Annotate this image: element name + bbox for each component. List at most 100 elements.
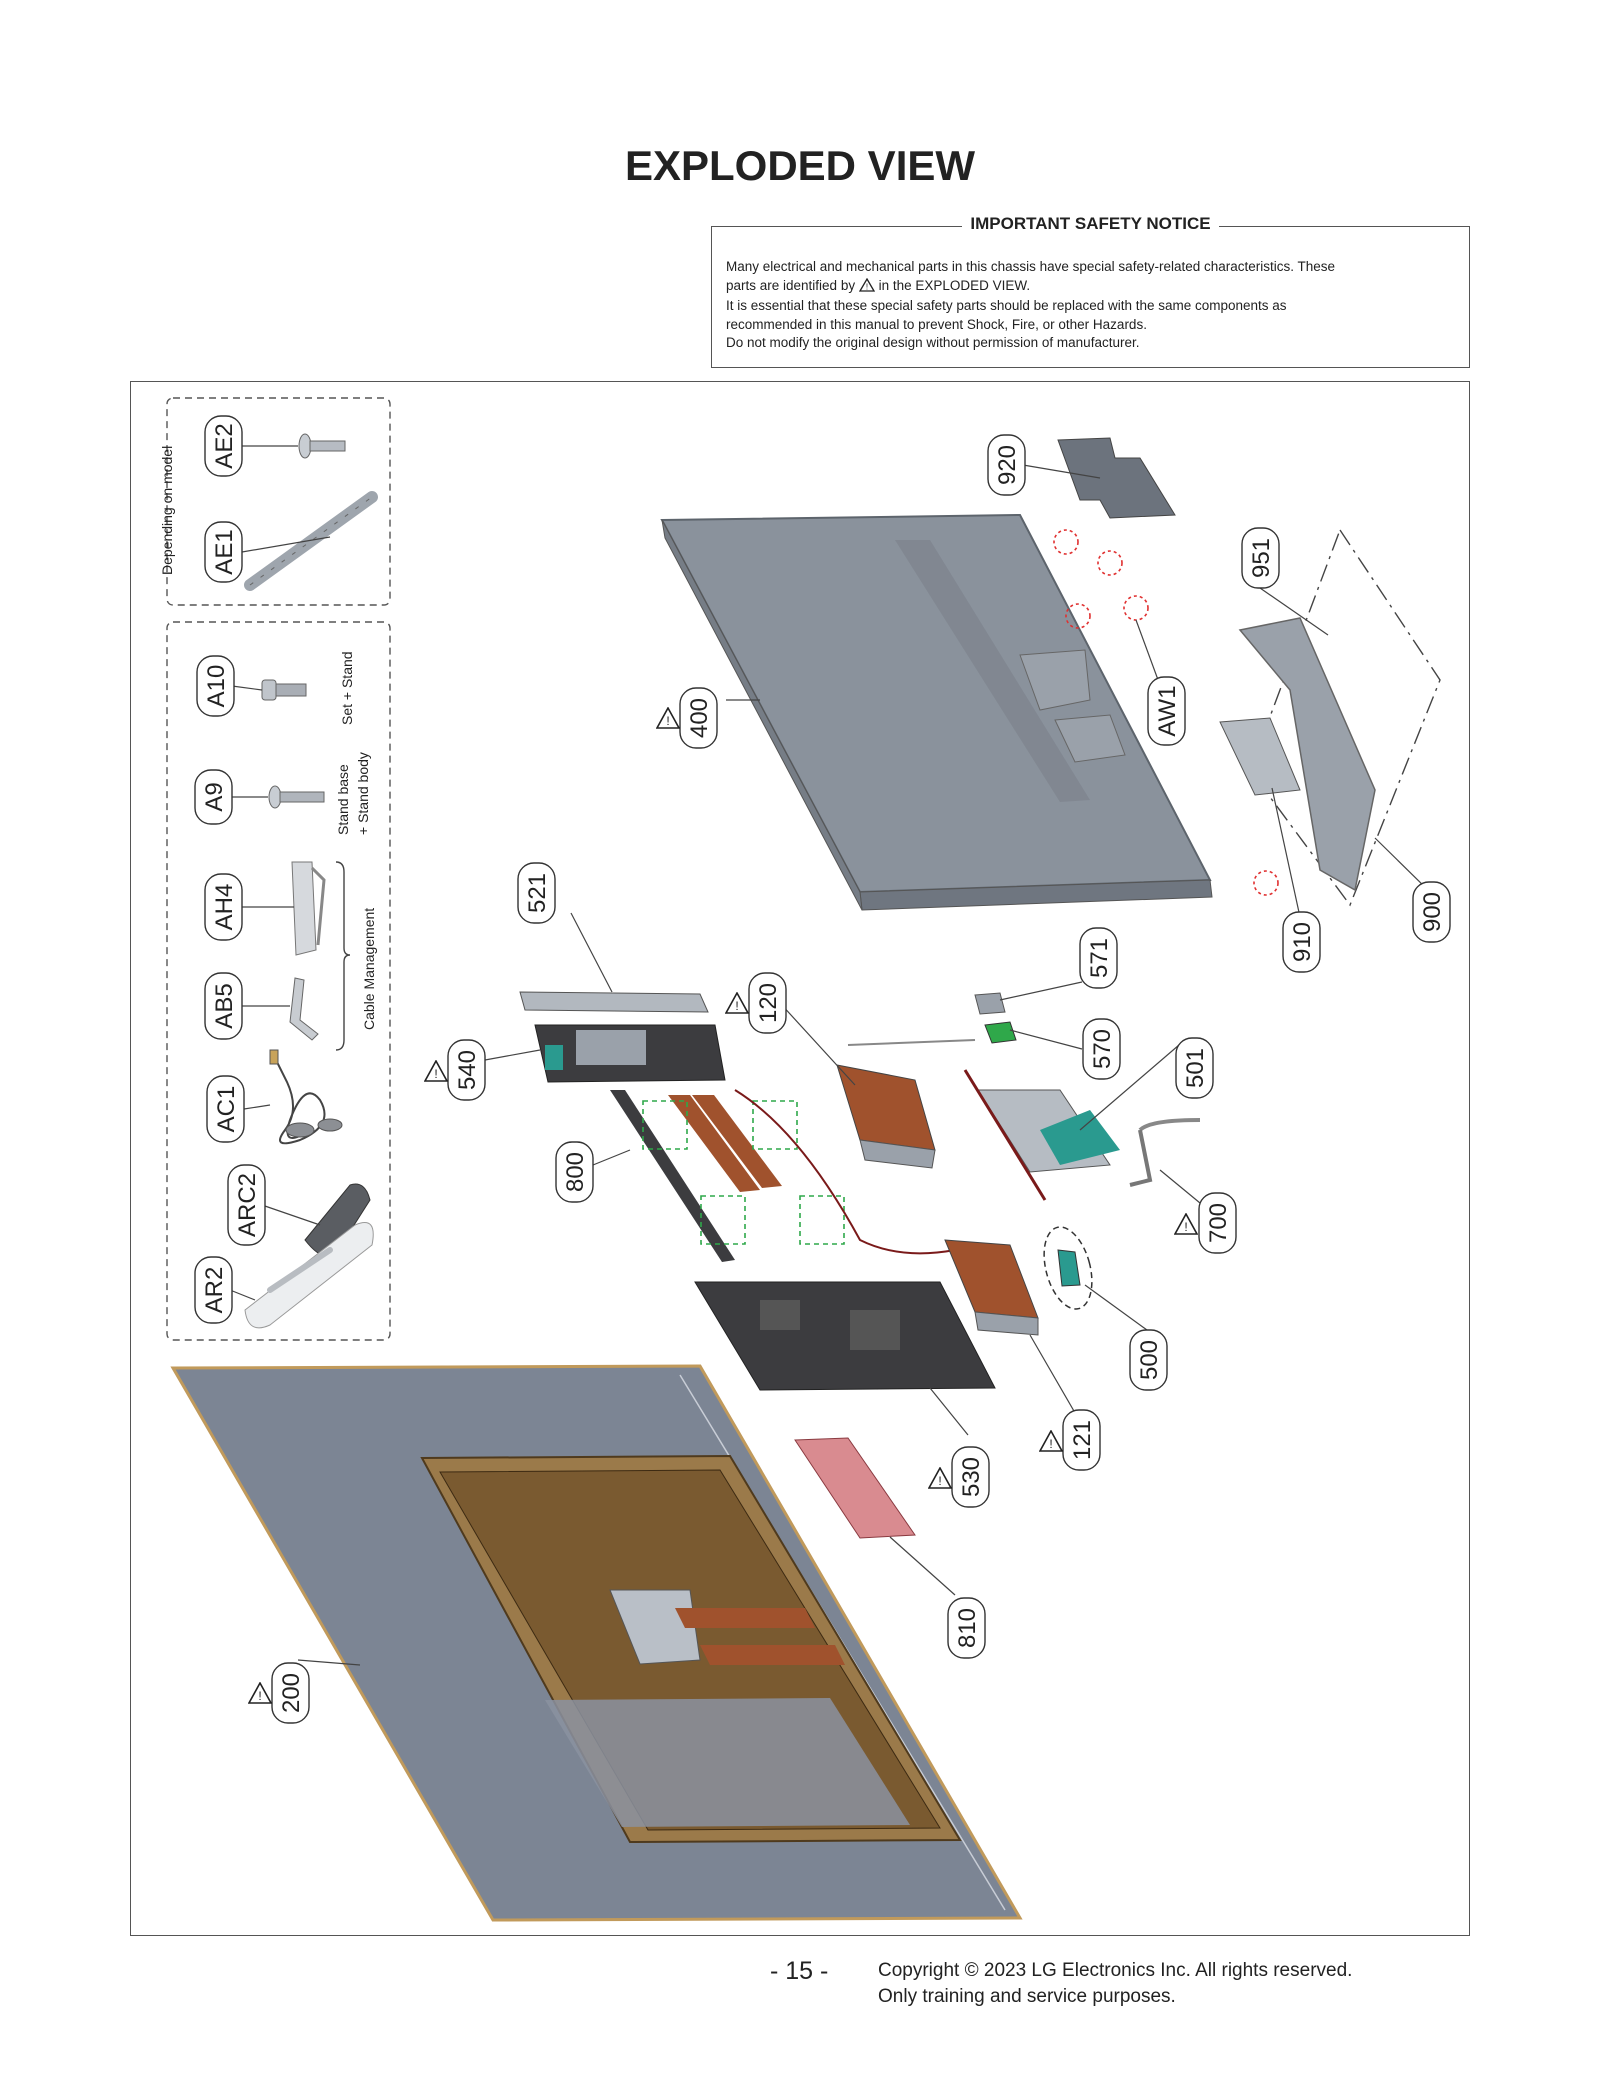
svg-text:AH4: AH4 bbox=[211, 884, 238, 931]
svg-text:120: 120 bbox=[755, 983, 782, 1023]
stand-900 bbox=[1219, 528, 1441, 907]
cable-dark-red bbox=[734, 1089, 956, 1255]
svg-text:540: 540 bbox=[454, 1050, 481, 1090]
cable-brace bbox=[335, 861, 351, 1051]
screw-ae2-icon bbox=[298, 433, 346, 459]
part-label-501: 501 bbox=[1175, 1037, 1214, 1099]
accessory-group-top bbox=[166, 397, 391, 606]
svg-text:910: 910 bbox=[1289, 922, 1316, 962]
part-label-800: 800 bbox=[555, 1141, 594, 1203]
svg-text:500: 500 bbox=[1136, 1340, 1163, 1380]
svg-text:AE1: AE1 bbox=[211, 529, 238, 574]
part-label-ah4: AH4 bbox=[204, 873, 243, 941]
notice-line-4: recommended in this manual to prevent Sh… bbox=[726, 316, 1147, 332]
set-stand-caption: Set + Stand bbox=[339, 651, 355, 725]
stand-body-caption: + Stand body bbox=[355, 752, 371, 835]
svg-text:AR2: AR2 bbox=[201, 1267, 228, 1314]
ir-board-571 bbox=[974, 992, 1006, 1015]
part-label-ae1: AE1 bbox=[204, 521, 243, 583]
board-540 bbox=[534, 1024, 726, 1083]
warning-icon-200 bbox=[248, 1682, 272, 1704]
part-label-ar2: AR2 bbox=[194, 1256, 233, 1324]
plate-920 bbox=[1057, 437, 1176, 519]
cable-strip-ae1-icon bbox=[244, 491, 378, 591]
warning-icon-400 bbox=[656, 707, 680, 729]
clip-ab5-icon bbox=[289, 977, 319, 1041]
svg-text:810: 810 bbox=[954, 1608, 981, 1648]
part-label-a9: A9 bbox=[194, 769, 233, 825]
part-label-951: 951 bbox=[1241, 527, 1280, 589]
back-cover-400 bbox=[660, 513, 1213, 911]
svg-text:AB5: AB5 bbox=[211, 983, 238, 1028]
heatsink-810 bbox=[794, 1437, 916, 1539]
part-label-900: 900 bbox=[1412, 881, 1451, 943]
warning-icon-120 bbox=[725, 992, 749, 1014]
notice-line-5: Do not modify the original design withou… bbox=[726, 335, 1140, 350]
screw-a9-icon bbox=[268, 785, 325, 809]
warning-icon-121 bbox=[1039, 1430, 1063, 1452]
svg-text:AE2: AE2 bbox=[211, 423, 238, 468]
flex-cable-800 bbox=[610, 1090, 782, 1262]
page-number: - 15 - bbox=[770, 1957, 829, 1985]
part-label-700: 700 bbox=[1198, 1192, 1237, 1254]
copyright-line-1: Copyright © 2023 LG Electronics Inc. All… bbox=[878, 1960, 1353, 1981]
svg-text:ARC2: ARC2 bbox=[234, 1173, 261, 1237]
warning-icon-700 bbox=[1174, 1213, 1198, 1235]
part-label-540: 540 bbox=[447, 1039, 486, 1101]
svg-text:800: 800 bbox=[562, 1152, 589, 1192]
svg-text:AW1: AW1 bbox=[1154, 685, 1181, 736]
part-label-200: 200 bbox=[271, 1662, 310, 1724]
remote-ar2-icon bbox=[244, 1222, 374, 1329]
cable-red bbox=[963, 1069, 1047, 1201]
svg-text:121: 121 bbox=[1069, 1420, 1096, 1460]
power-board-120 bbox=[836, 1064, 936, 1169]
bracket-501 bbox=[977, 1089, 1120, 1173]
svg-text:700: 700 bbox=[1205, 1203, 1232, 1243]
svg-text:900: 900 bbox=[1419, 892, 1446, 932]
svg-text:A9: A9 bbox=[201, 782, 228, 811]
remote-arc2-icon bbox=[304, 1183, 371, 1258]
part-label-810: 810 bbox=[947, 1597, 986, 1659]
safety-notice: IMPORTANT SAFETY NOTICE Many electrical … bbox=[711, 214, 1470, 368]
svg-text:400: 400 bbox=[686, 698, 713, 738]
copyright-line-2: Only training and service purposes. bbox=[878, 1986, 1176, 2007]
part-label-ac1: AC1 bbox=[206, 1075, 245, 1143]
svg-text:571: 571 bbox=[1086, 938, 1113, 978]
ir-board-570 bbox=[847, 1021, 1017, 1046]
notice-line-1: Many electrical and mechanical parts in … bbox=[726, 259, 1336, 274]
part-label-121: 121 bbox=[1062, 1409, 1101, 1471]
stand-base-caption: Stand base bbox=[335, 764, 351, 835]
bracket-521 bbox=[519, 991, 709, 1013]
svg-text:521: 521 bbox=[524, 873, 551, 913]
part-label-920: 920 bbox=[987, 434, 1026, 496]
cable-ac1-icon bbox=[269, 1049, 343, 1145]
part-label-570: 570 bbox=[1082, 1018, 1121, 1080]
part-label-521: 521 bbox=[517, 862, 556, 924]
svg-text:!: ! bbox=[866, 282, 868, 291]
part-label-500: 500 bbox=[1129, 1329, 1168, 1391]
svg-text:920: 920 bbox=[994, 445, 1021, 485]
warning-triangle-icon: ! bbox=[858, 277, 875, 298]
svg-text:570: 570 bbox=[1089, 1029, 1116, 1069]
safety-notice-title: IMPORTANT SAFETY NOTICE bbox=[712, 214, 1469, 234]
screw-aw1-group bbox=[1053, 529, 1279, 896]
warning-icon-540 bbox=[424, 1060, 448, 1082]
part-label-a10: A10 bbox=[196, 655, 235, 717]
copyright: Copyright © 2023 LG Electronics Inc. All… bbox=[878, 1958, 1352, 2010]
exploded-view-frame bbox=[130, 381, 1470, 1936]
part-label-arc2: ARC2 bbox=[227, 1164, 266, 1246]
part-label-ab5: AB5 bbox=[204, 972, 243, 1040]
cable-700 bbox=[1129, 1118, 1201, 1187]
svg-text:200: 200 bbox=[278, 1673, 305, 1713]
svg-text:530: 530 bbox=[958, 1457, 985, 1497]
part-label-ae2: AE2 bbox=[204, 415, 243, 477]
main-board-530 bbox=[694, 1281, 996, 1391]
part-label-910: 910 bbox=[1282, 911, 1321, 973]
page-title: EXPLODED VIEW bbox=[624, 142, 976, 189]
part-label-571: 571 bbox=[1079, 927, 1118, 989]
warning-icon-530 bbox=[928, 1467, 952, 1489]
part-label-530: 530 bbox=[951, 1446, 990, 1508]
part-label-400: 400 bbox=[679, 687, 718, 749]
module-500 bbox=[1043, 1226, 1093, 1310]
